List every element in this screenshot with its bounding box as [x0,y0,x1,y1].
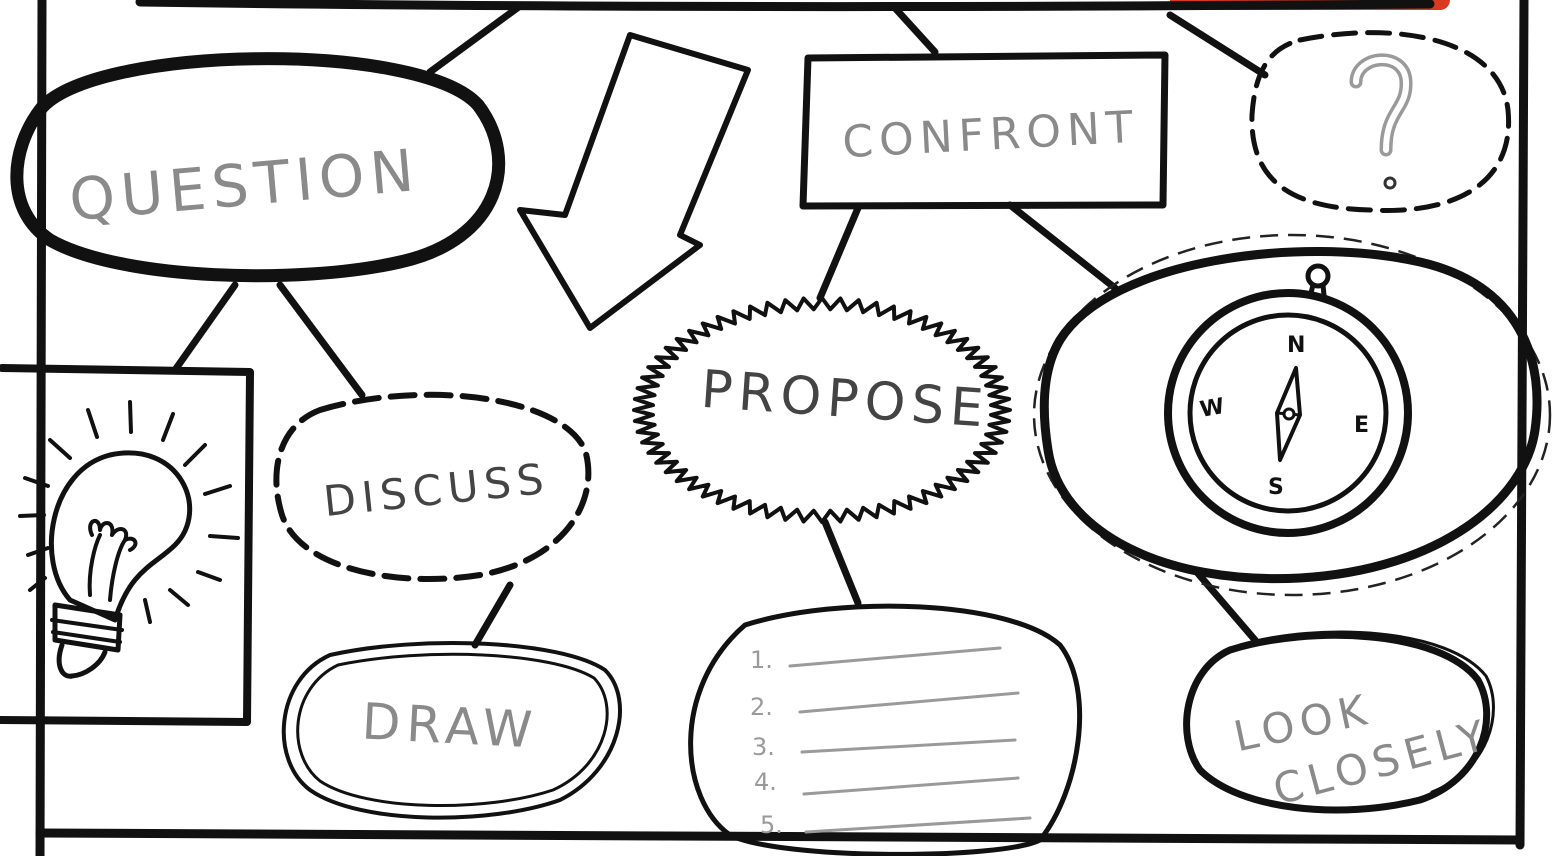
compass-icon: N S E W [1164,263,1412,537]
compass-east: E [1354,413,1369,438]
node-list[interactable]: 1. 2. 3. 4. 5. [688,603,1083,856]
node-question-mark[interactable] [1249,30,1512,213]
node-propose-label: PROPOSE [699,360,991,440]
list-item-number: 3. [752,733,775,761]
node-question-label: QUESTION [67,136,423,234]
node-confront[interactable]: CONFRONT [799,51,1169,210]
node-question[interactable]: QUESTION [10,52,506,283]
node-discuss[interactable]: DISCUSS [273,391,592,583]
list-item-line [798,691,1020,714]
node-look-closely[interactable]: LOOK CLOSELY [1183,630,1496,815]
down-arrow-icon [517,32,751,331]
list-item-number: 5. [760,811,783,839]
numbered-list: 1. 2. 3. 4. 5. [750,646,1032,839]
node-discuss-label: DISCUSS [321,454,552,526]
compass-north: N [1287,333,1305,358]
compass-south: S [1268,475,1284,500]
list-item-line [804,816,1032,834]
node-draw[interactable]: DRAW [281,641,622,820]
connector-lines [171,2,1269,649]
compass-west: W [1198,394,1226,423]
question-mark-icon [1349,53,1413,190]
node-compass[interactable]: N S E W [1032,233,1552,597]
node-lightbulb[interactable] [0,364,254,726]
node-propose[interactable]: PROPOSE [632,296,1012,524]
node-draw-label: DRAW [361,692,540,759]
node-confront-label: CONFRONT [841,102,1140,168]
list-item-line [800,738,1017,754]
list-item-line [802,776,1020,796]
list-item-line [788,646,1002,668]
lightbulb-icon [18,400,240,679]
list-item-number: 1. [750,646,773,674]
list-item-number: 2. [750,693,773,721]
list-item-number: 4. [754,768,777,796]
